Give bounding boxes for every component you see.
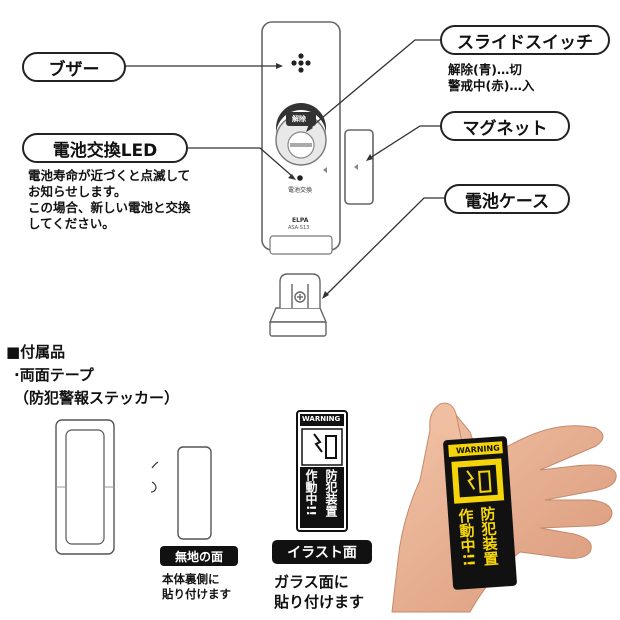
battery-case-label: 電池ケース xyxy=(444,184,570,214)
slide-switch-icon xyxy=(275,103,327,166)
brand-mark: ELPA xyxy=(292,217,309,224)
magnet-label: マグネット xyxy=(440,111,570,141)
photo-sticker-right-col: 防犯装置 xyxy=(477,505,501,567)
sticker-warning-text: WARNING xyxy=(302,415,341,423)
hand-photo xyxy=(391,402,617,613)
illust-side-tag: イラスト面 xyxy=(272,540,372,564)
tape-small-icon xyxy=(150,446,212,540)
plain-side-tag: 無地の面 xyxy=(160,546,238,566)
slide-switch-release-note: 解除(青)…切 xyxy=(448,62,522,77)
magnet-body xyxy=(344,129,374,205)
photo-sticker-left-col: 作動中!! xyxy=(455,507,479,568)
battery-led-leader xyxy=(188,147,293,177)
magnet-leader xyxy=(369,125,440,159)
plain-side-desc: 本体裏側に 貼り付けます xyxy=(162,572,231,601)
led-icon xyxy=(297,175,303,181)
sticker-small-icon xyxy=(296,410,348,532)
accessory-sticker: （防犯警報ステッカー） xyxy=(14,389,180,407)
slide-switch-alarm-note: 警戒中(赤)…入 xyxy=(448,78,535,93)
battery-case-icon xyxy=(268,273,328,337)
sticker-right-col: 防犯装置 xyxy=(324,469,338,517)
tape-large-icon xyxy=(55,419,115,555)
battery-led-label: 電池交換LED xyxy=(22,133,188,163)
accessories-heading: ■付属品 xyxy=(6,343,66,361)
battery-case-leader xyxy=(324,197,444,297)
buzzer-label: ブザー xyxy=(22,52,126,82)
switch-label: 解除 xyxy=(292,115,306,123)
buzzer-holes-icon xyxy=(291,53,311,73)
slide-switch-label: スライドスイッチ xyxy=(440,25,610,55)
sticker-left-col: 作動中!! xyxy=(304,469,318,516)
model-number: ASA-S13 xyxy=(288,225,310,231)
slide-switch-leader xyxy=(309,39,440,129)
accessory-tape: ·両面テープ xyxy=(14,366,94,384)
battery-led-note: 電池寿命が近づくと点滅して お知らせします。 この場合、新しい電池と交換 してく… xyxy=(28,168,191,231)
illust-side-desc: ガラス面に 貼り付けます xyxy=(274,573,365,611)
device-bottom-lip xyxy=(269,235,333,255)
led-caption: 電池交換 xyxy=(288,187,313,194)
